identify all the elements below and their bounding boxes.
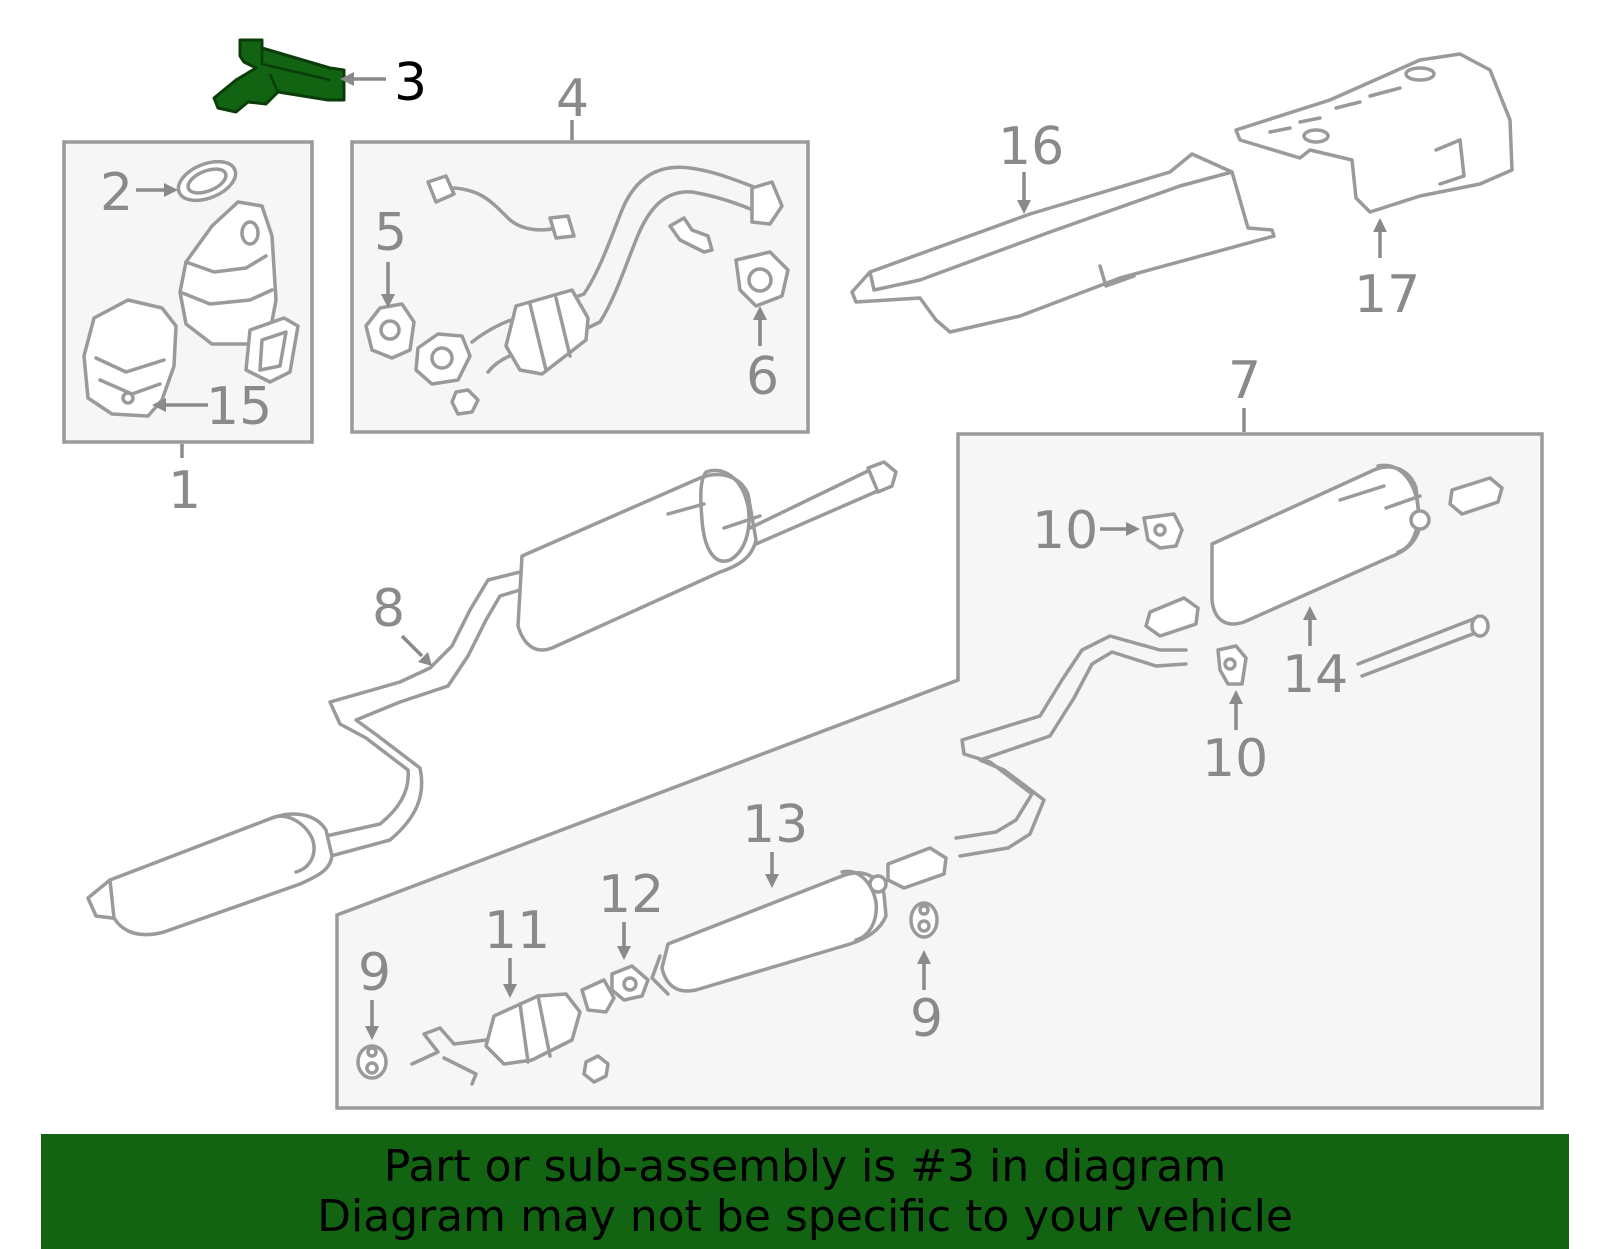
info-banner: Part or sub-assembly is #3 in diagram Di… <box>41 1134 1569 1249</box>
part-9-isolator-lower[interactable] <box>356 1044 388 1080</box>
part-tailpipe-extension[interactable] <box>1356 614 1490 678</box>
callout-14: 14 <box>1282 645 1348 705</box>
callout-16: 16 <box>998 117 1064 177</box>
callout-5: 5 <box>374 203 407 263</box>
banner-line-part: Part or sub-assembly is #3 in diagram <box>383 1141 1227 1192</box>
callout-7: 7 <box>1228 351 1261 411</box>
part-2-gasket[interactable] <box>173 154 241 208</box>
part-12-gasket[interactable] <box>610 964 650 1002</box>
callout-10-upper: 10 <box>1032 501 1098 561</box>
callout-11: 11 <box>484 901 550 961</box>
part-13-resonator[interactable] <box>650 869 888 996</box>
callout-9-left: 9 <box>358 943 391 1003</box>
part-8-exhaust-assembly[interactable] <box>86 460 898 937</box>
part-17-heat-shield[interactable] <box>1234 52 1514 214</box>
part-hanger-bracket-right[interactable] <box>1448 476 1504 516</box>
callout-4: 4 <box>556 69 589 129</box>
part-clamp[interactable] <box>886 846 948 890</box>
callout-15: 15 <box>206 377 272 437</box>
part-3-heat-shield-bracket[interactable] <box>212 38 346 114</box>
callout-6: 6 <box>746 347 779 407</box>
callout-10-lower: 10 <box>1202 729 1268 789</box>
part-10-hanger-upper[interactable] <box>1142 512 1184 550</box>
part-9-isolator-right[interactable] <box>909 901 939 939</box>
callout-1: 1 <box>168 461 201 521</box>
callout-17: 17 <box>1354 265 1420 325</box>
part-6-gasket[interactable] <box>734 250 790 308</box>
part-14-rear-muffler[interactable] <box>1210 463 1431 626</box>
callout-13: 13 <box>742 795 808 855</box>
part-4-front-pipe[interactable] <box>414 165 784 416</box>
banner-line-disclaimer: Diagram may not be specific to your vehi… <box>317 1191 1293 1242</box>
callout-8: 8 <box>372 579 405 639</box>
part-7-rear-pipe[interactable] <box>954 634 1188 858</box>
group-box-4 <box>350 140 810 434</box>
part-oxygen-sensor[interactable] <box>426 174 576 240</box>
part-11-converter[interactable] <box>410 978 616 1086</box>
part-1-manifold-converter[interactable] <box>178 200 300 384</box>
part-nut[interactable] <box>582 1054 610 1084</box>
callout-9-right: 9 <box>910 989 943 1049</box>
part-16-heat-shield[interactable] <box>850 152 1276 334</box>
part-10-hanger-lower[interactable] <box>1216 644 1248 686</box>
callout-2: 2 <box>100 163 133 223</box>
leader-lines <box>136 72 1387 1040</box>
part-15-heat-shield[interactable] <box>82 298 178 418</box>
callout-3: 3 <box>394 53 427 113</box>
part-5-gasket[interactable] <box>364 302 416 360</box>
part-hanger-bracket-mid[interactable] <box>1144 596 1200 638</box>
callout-12: 12 <box>598 865 664 925</box>
